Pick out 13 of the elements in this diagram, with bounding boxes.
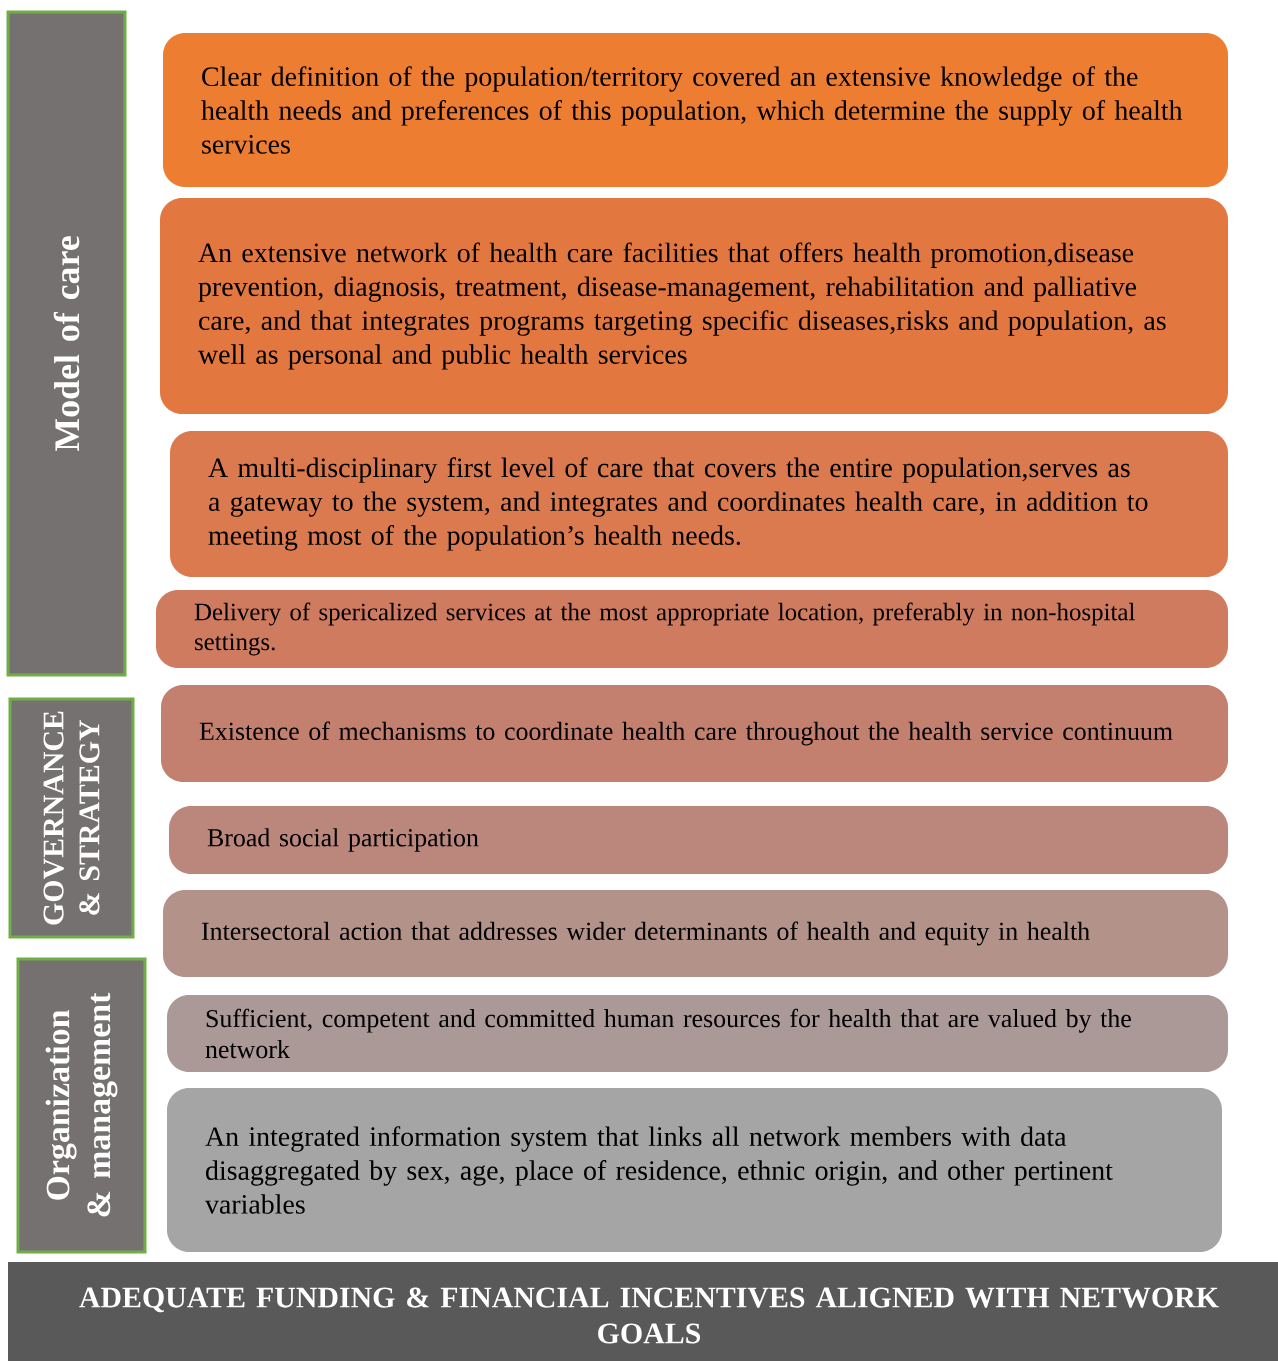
- text-box: An extensive network of health care facilities that offers health promotion,disease prevention, diagnosis, treatment, disease-management, rehabilitation and palliative care, and that integrates programs targeting specific diseases,risks and population, as well as personal and public health services: [160, 198, 1228, 414]
- text-box: A multi-disciplinary first level of care that covers the entire population,serves as a gateway to the system, and integrates and coordinates health care, in addition to meeting most of the population’s health needs.: [170, 431, 1228, 577]
- text-box: An integrated information system that links all network members with data disaggregated by sex, age, place of residence, ethnic origin, and other pertinent variables: [167, 1088, 1222, 1252]
- category-band: Organization & management: [16, 957, 147, 1254]
- text-box: Clear definition of the population/territory covered an extensive knowledge of the health needs and preferences of this population, which determine the supply of health services: [163, 33, 1228, 187]
- text-box: Existence of mechanisms to coordinate health care throughout the health service continuum: [161, 685, 1228, 782]
- category-band: Model of care: [6, 10, 127, 677]
- category-band: GOVERNANCE & STRATEGY: [8, 697, 135, 939]
- text-box: Broad social participation: [169, 806, 1228, 874]
- footer-band: ADEQUATE FUNDING & FINANCIAL INCENTIVES ALIGNED WITH NETWORK GOALS: [8, 1262, 1278, 1361]
- text-box: Sufficient, competent and committed human resources for health that are valued by the network: [167, 995, 1228, 1072]
- text-box: Delivery of spericalized services at the most appropriate location, preferably in non-hospital settings.: [156, 590, 1228, 668]
- text-box: Intersectoral action that addresses wider determinants of health and equity in health: [163, 890, 1228, 977]
